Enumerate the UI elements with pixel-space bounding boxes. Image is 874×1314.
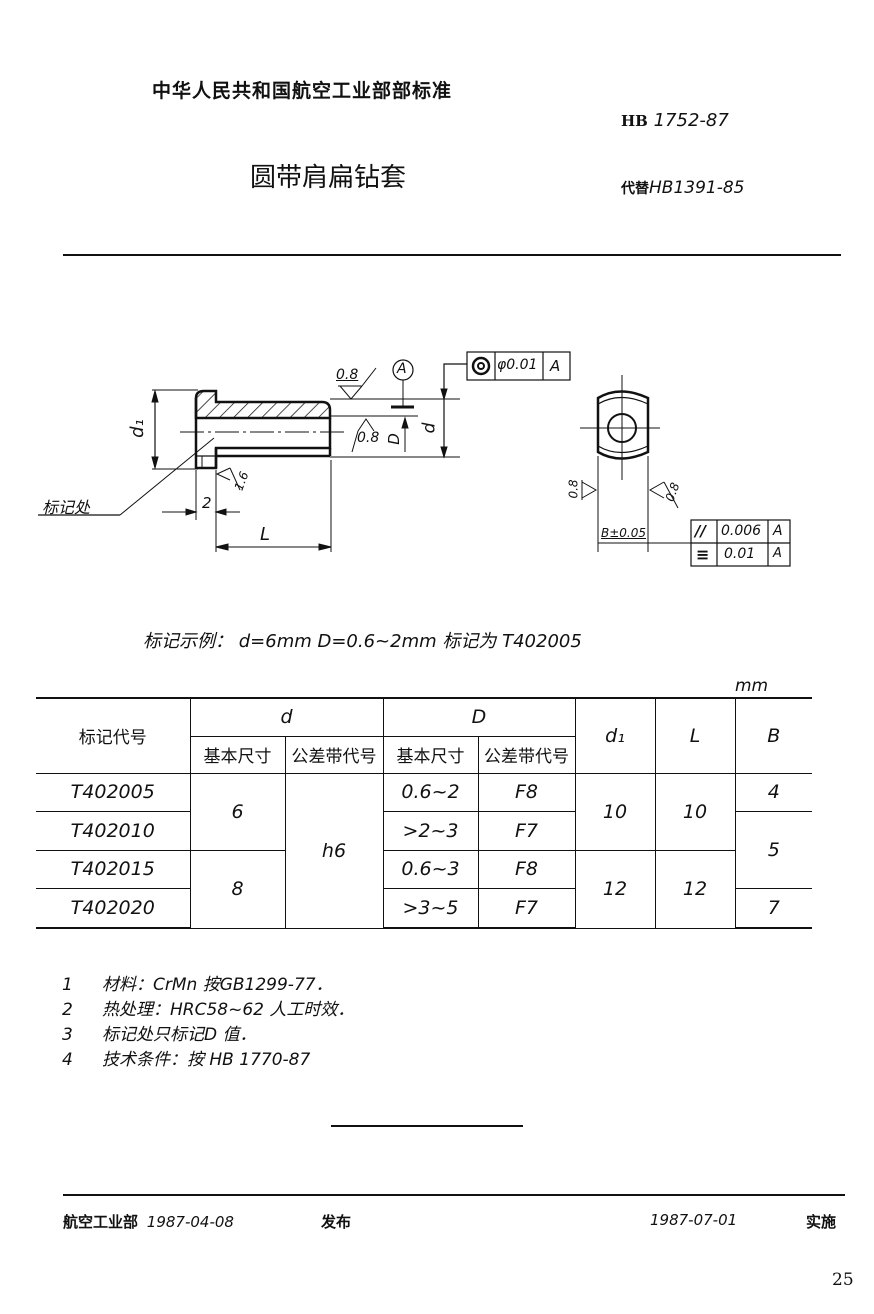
header-D-basic-size: 基本尺寸	[382, 735, 479, 774]
organization-title: 中华人民共和国航空工业部部标准	[152, 80, 453, 102]
header-d-group: d	[189, 697, 384, 737]
note-item: 4 技术条件：按 HB 1770-87	[62, 1045, 354, 1070]
label-roughness-bore: 0.8	[357, 430, 380, 446]
label-roughness-top: 0.8	[336, 367, 359, 383]
specification-table: 标记代号 d D d₁ L B 基本尺寸 公差带代号 基本尺寸 公差带代号 T4…	[36, 697, 812, 929]
footer-divider	[63, 1194, 845, 1196]
cell-d1: 12	[574, 849, 656, 929]
cell-D-basic: 0.6~3	[382, 849, 479, 889]
label-d1: d₁	[126, 419, 148, 438]
note-text: 标记处只标记D 值．	[102, 1025, 257, 1045]
header-L: L	[654, 697, 736, 774]
concentricity-tolerance: φ0.01	[497, 357, 538, 373]
header-divider	[63, 254, 841, 256]
symmetry-symbol: ≡	[696, 545, 710, 564]
table-row: T402010 >2~3 F7 5	[36, 810, 812, 889]
parallelism-tolerance: 0.006	[721, 523, 762, 539]
label-D: D	[384, 433, 403, 445]
cell-d1: 10	[574, 772, 656, 851]
header-d-tolerance-code: 公差带代号	[284, 735, 384, 774]
standard-number: HB 1752-87	[621, 110, 729, 131]
cell-L: 10	[654, 772, 736, 851]
cell-d-basic: 8	[189, 849, 286, 929]
label-width-tolerance: B±0.05	[601, 526, 647, 540]
header-code: 标记代号	[36, 697, 191, 774]
technical-drawing	[38, 351, 791, 567]
cell-D-tolerance: F7	[477, 887, 576, 929]
label-dim-2: 2	[202, 494, 212, 512]
parallelism-datum: A	[773, 523, 783, 539]
table-row: T402015 8 0.6~3 F8 12 12	[36, 849, 812, 929]
marking-example-text: d=6mm D=0.6~2mm 标记为 T402005	[238, 631, 582, 652]
label-L: L	[260, 524, 271, 545]
cell-code: T402020	[36, 887, 191, 929]
note-text: 技术条件：按 HB 1770-87	[102, 1050, 311, 1070]
cell-D-basic: >2~3	[382, 810, 479, 851]
cell-D-tolerance: F8	[477, 772, 576, 812]
document-title: 圆带肩扁钻套	[250, 163, 407, 193]
effective-date: 1987-07-01	[650, 1211, 738, 1229]
header-B: B	[734, 697, 812, 774]
symmetry-tolerance: 0.01	[724, 546, 756, 562]
header-d1: d₁	[574, 697, 656, 774]
concentricity-datum: A	[550, 357, 561, 375]
replaces-standard: 代替HB1391-85	[621, 178, 744, 198]
symmetry-datum: A	[773, 546, 782, 561]
label-d: d	[419, 422, 440, 434]
note-item: 2 热处理：HRC58~62 人工时效．	[62, 995, 354, 1020]
standard-number-value: 1752-87	[653, 110, 729, 131]
cell-d-tolerance: h6	[284, 772, 384, 929]
note-item: 3 标记处只标记D 值．	[62, 1020, 354, 1045]
note-text: 材料：CrMn 按GB1299-77．	[102, 975, 333, 995]
note-number: 4	[62, 1050, 73, 1070]
header-D-tolerance-code: 公差带代号	[477, 735, 576, 774]
cell-d-basic: 6	[189, 772, 286, 851]
header-d-basic-size: 基本尺寸	[189, 735, 286, 774]
issuer: 航空工业部	[63, 1213, 139, 1231]
end-of-notes-divider	[331, 1125, 523, 1127]
label-datum-A: A	[397, 361, 407, 377]
cell-code: T402010	[36, 810, 191, 851]
note-item: 1 材料：CrMn 按GB1299-77．	[62, 970, 354, 995]
cell-B: 5	[734, 810, 812, 889]
cell-B: 7	[734, 887, 812, 929]
header-D-group: D	[382, 697, 576, 737]
replaces-value: HB1391-85	[649, 178, 745, 198]
cell-D-tolerance: F7	[477, 810, 576, 851]
label-roughness-left-side: 0.8	[566, 479, 581, 499]
cell-D-basic: >3~5	[382, 887, 479, 929]
note-number: 1	[62, 975, 73, 995]
table-row: T402005 6 h6 0.6~2 F8 10 10 4	[36, 772, 812, 929]
cell-code: T402005	[36, 772, 191, 812]
cell-code: T402015	[36, 849, 191, 889]
note-text: 热处理：HRC58~62 人工时效．	[102, 1000, 355, 1020]
standard-prefix: HB	[621, 112, 648, 130]
table-unit: mm	[735, 676, 769, 696]
note-number: 3	[62, 1025, 73, 1045]
table-row: T402020 >3~5 F7 7	[36, 887, 812, 929]
issue-date: 1987-04-08	[146, 1213, 234, 1231]
notes-list: 1 材料：CrMn 按GB1299-77． 2 热处理：HRC58~62 人工时效．…	[62, 970, 354, 1070]
footer-issue: 航空工业部 1987-04-08	[63, 1211, 234, 1232]
cell-D-basic: 0.6~2	[382, 772, 479, 812]
label-marking-location: 标记处	[42, 498, 91, 517]
cell-L: 12	[654, 849, 736, 929]
page-number: 25	[832, 1270, 854, 1290]
marking-example-prefix: 标记示例：	[143, 631, 233, 652]
effective-label: 实施	[806, 1213, 837, 1231]
parallelism-symbol: //	[695, 522, 706, 540]
issue-label: 发布	[321, 1213, 352, 1231]
note-number: 2	[62, 1000, 73, 1020]
cell-D-tolerance: F8	[477, 849, 576, 889]
concentricity-frame: φ0.01	[497, 357, 537, 373]
replaces-prefix: 代替	[621, 181, 649, 197]
marking-example: 标记示例： d=6mm D=0.6~2mm 标记为 T402005	[143, 627, 582, 653]
cell-B: 4	[734, 772, 812, 812]
